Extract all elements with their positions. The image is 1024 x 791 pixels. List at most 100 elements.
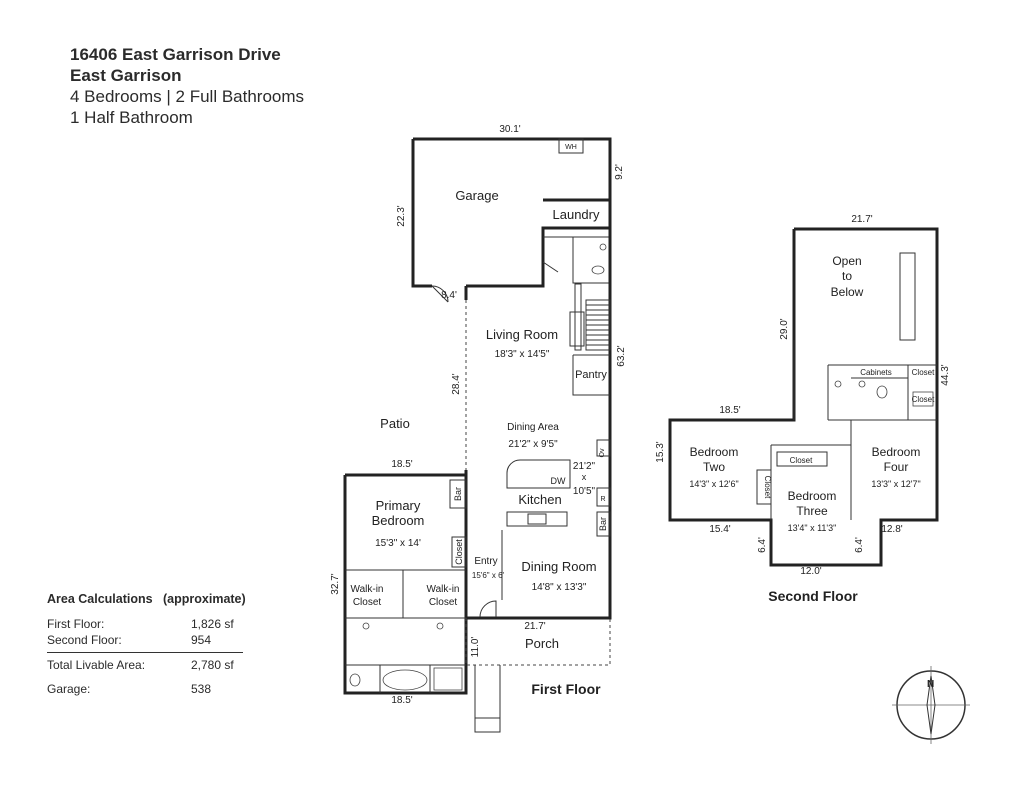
cabinets-label: Cabinets	[860, 368, 892, 377]
garage-door	[431, 285, 449, 303]
closet-d-label: Closet	[763, 476, 772, 499]
walkin-2-label-b: Closet	[429, 597, 458, 608]
compass-north-label: N	[927, 679, 934, 690]
bed-four-dims: 13'3" x 12'7"	[871, 479, 920, 489]
fireplace	[569, 311, 585, 347]
area-calculations: Area Calculations (approximate) First Fl…	[47, 592, 246, 697]
dim-15-3: 15.3'	[655, 441, 666, 462]
dim-18-5-top: 18.5'	[391, 459, 412, 470]
area-divider	[47, 652, 243, 653]
water-heater	[558, 138, 584, 154]
front-walkway	[474, 665, 501, 718]
area-calc-heading: Area Calculations (approximate)	[47, 592, 246, 606]
half-bath-walls	[543, 236, 610, 284]
dim-9-2: 9.2'	[614, 164, 625, 180]
upper-tub	[912, 391, 934, 407]
dining-room-dims: 14'8" x 13'3"	[532, 582, 587, 593]
walkin-1-label-b: Closet	[353, 597, 382, 608]
bed-three-label-2: Three	[796, 504, 828, 518]
primary-bedroom-label-1: Primary	[376, 498, 421, 513]
bed-three-closet	[776, 451, 828, 467]
kitchen-label: Kitchen	[518, 492, 561, 507]
primary-suite-walls	[343, 470, 468, 695]
second-floor-title: Second Floor	[768, 588, 858, 604]
dining-area-dims: 21'2" x 9'5"	[508, 439, 558, 450]
cooktop	[527, 513, 547, 525]
front-steps	[474, 717, 501, 733]
living-room-dims: 18'3" x 14'5"	[495, 349, 550, 360]
address-title: 16406 East Garrison Drive	[70, 45, 281, 64]
front-door-swing	[479, 600, 497, 618]
kitchen-island	[506, 459, 571, 489]
dim-12-0: 12.0'	[800, 566, 821, 577]
open-to-below-1: Open	[832, 254, 861, 268]
dim-8-4: 8.4'	[441, 290, 457, 301]
bed-bath-summary: 4 Bedrooms | 2 Full Bathrooms	[70, 87, 305, 106]
porch-label: Porch	[525, 636, 559, 651]
kitchen-dim-b: 10'5"	[573, 486, 596, 497]
first-floor-title: First Floor	[531, 681, 601, 697]
closet-b-label: Closet	[912, 395, 935, 404]
refrigerator	[596, 487, 611, 507]
master-toilet	[349, 673, 361, 687]
closet-label: Closet	[454, 539, 464, 565]
dim-21-7-upper: 21.7'	[851, 214, 872, 225]
bed-two-label-1: Bedroom	[690, 445, 739, 459]
dim-44-3: 44.3'	[940, 364, 951, 385]
walk-in-closet-walls	[345, 569, 466, 619]
primary-bedroom-dims: 15'3" x 14'	[375, 538, 421, 549]
bar-counter-right	[596, 511, 611, 537]
bed-four-label-2: Four	[884, 460, 909, 474]
living-room-label: Living Room	[486, 327, 558, 342]
primary-bedroom-label-2: Bedroom	[372, 513, 425, 528]
entry-dims: 15'6" x 6'	[472, 571, 505, 580]
stair-rail	[574, 283, 582, 351]
sink-fixture	[599, 243, 607, 251]
second-floor-labels: 21.7' Open to Below 29.0' Cabinets Close…	[655, 214, 951, 604]
compass-icon: N	[892, 666, 970, 744]
kitchen-counter	[506, 511, 568, 527]
shower	[433, 667, 463, 691]
open-to-below-3: Below	[831, 285, 864, 299]
dim-30-1: 30.1'	[499, 124, 520, 135]
upper-stair-rail	[899, 252, 916, 341]
oven-label: Ov	[599, 448, 606, 457]
walkin-2-label-a: Walk-in	[427, 584, 460, 595]
walkin-1-label-a: Walk-in	[351, 584, 384, 595]
upper-toilet	[876, 385, 888, 399]
bath-divisions	[345, 664, 466, 693]
garage-label: Garage	[455, 188, 498, 203]
bed-two-label-2: Two	[703, 460, 725, 474]
bar-right-label: Bar	[598, 517, 608, 531]
dim-15-4: 15.4'	[709, 524, 730, 535]
kitchen-dim-x: x	[582, 472, 587, 482]
dim-21-7: 21.7'	[524, 621, 545, 632]
oven	[596, 439, 611, 457]
bed-four-label-1: Bedroom	[872, 445, 921, 459]
dim-18-5-bottom: 18.5'	[391, 695, 412, 706]
dim-6-4-right: 6.4'	[854, 537, 865, 553]
first-floor-plan	[343, 137, 612, 733]
dim-12-8: 12.8'	[881, 524, 902, 535]
listing-header: 16406 East Garrison Drive East Garrison …	[70, 44, 304, 128]
front-wall	[466, 595, 612, 620]
bedroom-closet	[451, 536, 467, 568]
dim-63-2: 63.2'	[616, 345, 627, 366]
bed-three-dims: 13'4" x 11'3"	[788, 523, 837, 533]
laundry-label: Laundry	[553, 207, 600, 222]
closet-c-label: Closet	[790, 456, 813, 465]
bed-three-label-1: Bedroom	[788, 489, 837, 503]
dim-11-0: 11.0'	[470, 637, 481, 658]
toilet-fixture	[591, 265, 605, 275]
second-floor-area-row: Second Floor:954	[47, 633, 212, 647]
upper-sink-1	[834, 380, 842, 388]
patio-label: Patio	[380, 416, 410, 431]
dim-22-3: 22.3'	[396, 205, 407, 226]
bath-sink-2	[436, 622, 444, 630]
dining-area-label: Dining Area	[507, 422, 559, 433]
stair-treads	[586, 304, 610, 346]
total-area-row: Total Livable Area:2,780 sf	[47, 658, 234, 672]
dim-29-0: 29.0'	[779, 318, 790, 339]
entry-label: Entry	[474, 556, 497, 567]
